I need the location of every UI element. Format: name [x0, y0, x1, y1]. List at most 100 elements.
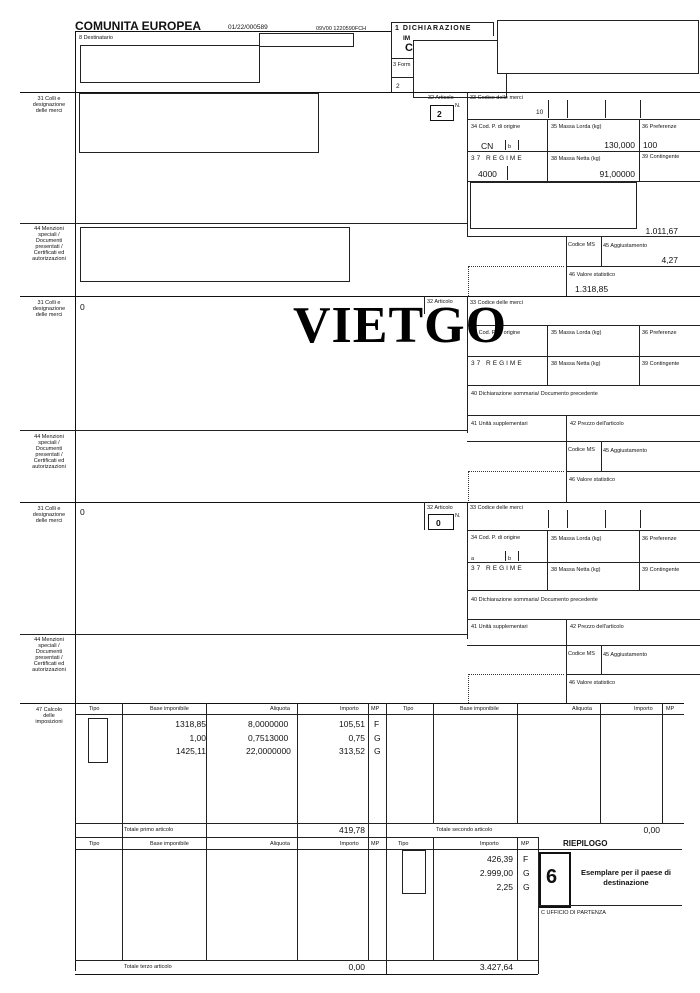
unita-label: 41 Unità supplementari	[471, 624, 528, 630]
regime-label: 37 REGIME	[471, 155, 524, 162]
riepilogo-label: RIEPILOGO	[563, 839, 608, 848]
form-reference: 01/22/000589	[228, 24, 268, 31]
tax-base: 1425,11	[175, 746, 206, 756]
origine-label: 34 Cod. P. di origine	[471, 535, 521, 541]
preferenze-label: 36 Preferenze	[642, 330, 677, 336]
valore-statistico-label: 46 Valore statistico	[569, 272, 616, 278]
copy-number: 6	[546, 866, 558, 888]
redacted-field	[80, 45, 260, 83]
redacted-field	[88, 718, 108, 763]
massa-netta-label: 38 Massa Netta (kg)	[551, 567, 601, 573]
preferenze-label: 36 Preferenze	[642, 536, 677, 542]
importo-header: Importo	[340, 841, 359, 847]
n-label: N.	[455, 103, 461, 109]
contingente-label: 39 Contingente	[642, 361, 680, 367]
aggiustamento-label: 45 Aggiustamento	[603, 448, 648, 454]
redacted-field	[259, 33, 354, 47]
codice-merci-label: 33 Codice delle merci	[470, 300, 523, 306]
summary-importo: 2.999,00	[479, 868, 513, 878]
totale-secondo-label: Totale secondo articolo	[436, 827, 493, 833]
codice-merci-label: 33 Codice delle merci	[470, 505, 523, 511]
n-label: N.	[455, 513, 461, 519]
tax-importo: 0,75	[348, 733, 365, 743]
tax-importo: 105,51	[339, 719, 365, 729]
tipo-header: Tipo	[89, 706, 100, 712]
tax-mp: F	[374, 719, 380, 729]
codice-merci-label: 33 Codice delle merci	[470, 95, 523, 101]
tax-aliquota: 22,0000000	[246, 746, 291, 756]
origine-b: b	[508, 144, 512, 150]
watermark-logo: VIETGO	[293, 297, 508, 354]
preferenze-label: 36 Preferenze	[642, 124, 677, 130]
tipo-header: Tipo	[403, 706, 414, 712]
tipo-header: Tipo	[89, 841, 100, 847]
regime-label: 37 REGIME	[471, 565, 524, 572]
tax-mp: G	[374, 733, 381, 743]
grand-total-value: 3.427,64	[479, 962, 513, 972]
forms-label: 3 Form	[393, 62, 411, 68]
massa-netta-label: 38 Massa Netta (kg)	[551, 156, 601, 162]
tax-aliquota: 8,0000000	[248, 719, 289, 729]
tax-base: 1318,85	[175, 719, 206, 729]
redacted-field	[402, 850, 426, 894]
base-header: Base imponibile	[150, 706, 189, 712]
totale-primo-value: 419,78	[339, 825, 365, 835]
forms-value: 2	[396, 83, 400, 90]
origine-a: a	[471, 556, 475, 562]
importo-header: Importo	[634, 706, 653, 712]
valore-statistico-label: 46 Valore statistico	[569, 477, 616, 483]
summary-mp: G	[523, 868, 530, 878]
origine-label: 34 Cod. P. di origine	[471, 124, 521, 130]
totale-terzo-value: 0,00	[348, 962, 365, 972]
aggiustamento-label: 45 Aggiustamento	[603, 243, 648, 249]
valore-statistico-label: 46 Valore statistico	[569, 680, 616, 686]
aliquota-header: Aliquota	[270, 841, 290, 847]
prezzo-value: 1.011,67	[645, 226, 678, 236]
prezzo-label: 42 Prezzo dell'articolo	[570, 624, 624, 630]
c-code: C	[405, 42, 413, 54]
colli-value: 0	[80, 302, 85, 312]
massa-lorda-label: 35 Massa Lorda (kg)	[551, 124, 602, 130]
contingente-label: 39 Contingente	[642, 567, 680, 573]
articolo-label: 32 Articolo	[427, 299, 453, 305]
articolo-value: 2	[437, 109, 442, 119]
codice-merci-tail: 10	[536, 109, 544, 116]
dichiarazione-sommaria-label: 40 Dichiarazione sommaria/ Documento pre…	[471, 391, 598, 397]
massa-netta-label: 38 Massa Netta (kg)	[551, 361, 601, 367]
aliquota-header: Aliquota	[270, 706, 290, 712]
massa-lorda-label: 35 Massa Lorda (kg)	[551, 330, 602, 336]
codice-ms-label: Codice MS	[568, 447, 595, 453]
articolo-label: 32 Articolo	[428, 95, 454, 101]
mp-header: MP	[521, 841, 530, 847]
im-code: IM	[403, 35, 411, 42]
massa-lorda-value: 130,000	[604, 140, 635, 150]
base-header: Base imponibile	[150, 841, 189, 847]
origine-value: CN	[481, 141, 494, 151]
tax-aliquota: 0,7513000	[248, 733, 289, 743]
massa-netta-value: 91,00000	[599, 169, 635, 179]
base-header: Base imponibile	[460, 706, 499, 712]
totale-primo-label: Totale primo articolo	[124, 827, 174, 833]
redacted-field	[497, 20, 699, 74]
codice-ms-label: Codice MS	[568, 242, 595, 248]
redacted-field	[79, 93, 319, 153]
importo-header: Importo	[340, 706, 359, 712]
massa-lorda-label: 35 Massa Lorda (kg)	[551, 536, 602, 542]
preferenze-value: 100	[643, 140, 658, 150]
destinatario-label: 8 Destinatario	[79, 35, 113, 41]
prezzo-label: 42 Prezzo dell'articolo	[570, 421, 624, 427]
articolo-value: 0	[436, 518, 441, 528]
redacted-field	[470, 182, 637, 229]
summary-importo: 2,25	[496, 882, 513, 892]
articolo-label: 32 Articolo	[427, 505, 453, 511]
importo-header: Importo	[480, 841, 499, 847]
mp-header: MP	[666, 706, 675, 712]
totale-terzo-label: Totale terzo articolo	[124, 964, 172, 970]
mp-header: MP	[371, 841, 380, 847]
totale-secondo-value: 0,00	[643, 825, 660, 835]
